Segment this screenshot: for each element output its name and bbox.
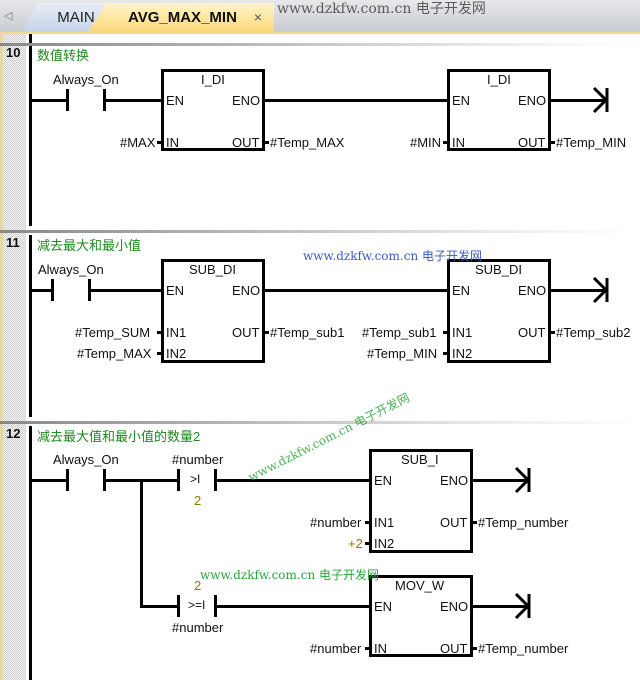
pin-en: EN bbox=[166, 283, 185, 298]
compare-operand-top[interactable]: 2 bbox=[194, 578, 202, 593]
power-rail bbox=[29, 46, 32, 226]
function-block-sub-i[interactable] bbox=[369, 449, 473, 553]
network-gutter bbox=[0, 34, 26, 680]
power-rail bbox=[29, 34, 32, 44]
operand-in1[interactable]: #Temp_SUM bbox=[75, 325, 151, 340]
pin-en: EN bbox=[374, 473, 393, 488]
block-name: MOV_W bbox=[395, 578, 445, 593]
pin-in: IN bbox=[452, 135, 465, 150]
operand-in2[interactable]: #Temp_MAX bbox=[77, 346, 152, 361]
pin-eno: ENO bbox=[518, 93, 547, 108]
rung-end-icon bbox=[514, 592, 531, 620]
operand-in2[interactable]: +2 bbox=[348, 536, 363, 551]
tab-avg-max-min[interactable]: AVG_MAX_MIN × bbox=[88, 3, 274, 32]
rung-end-icon bbox=[592, 276, 609, 304]
network-number: 12 bbox=[6, 426, 21, 441]
contact-label: Always_On bbox=[38, 262, 104, 277]
pin-en: EN bbox=[166, 93, 185, 108]
function-block-sub-di[interactable] bbox=[447, 259, 551, 363]
operand-in1[interactable]: #number bbox=[310, 515, 362, 530]
block-name: SUB_DI bbox=[475, 262, 522, 277]
function-block-i-di[interactable] bbox=[161, 69, 265, 151]
pin-eno: ENO bbox=[440, 599, 469, 614]
scroll-left-icon[interactable]: ◁ bbox=[4, 10, 13, 22]
network-separator bbox=[0, 421, 640, 424]
pin-eno: ENO bbox=[440, 473, 469, 488]
close-icon[interactable]: × bbox=[253, 9, 262, 25]
operand-in2[interactable]: #Temp_MIN bbox=[367, 346, 438, 361]
pin-out: OUT bbox=[440, 515, 468, 530]
pin-eno: ENO bbox=[232, 93, 261, 108]
pin-out: OUT bbox=[518, 135, 546, 150]
block-name: I_DI bbox=[201, 72, 225, 87]
power-rail bbox=[29, 426, 32, 680]
function-block-i-di[interactable] bbox=[447, 69, 551, 151]
pin-in: IN bbox=[374, 641, 387, 656]
contact-label: Always_On bbox=[53, 452, 119, 467]
power-rail bbox=[29, 235, 32, 417]
pin-in1: IN1 bbox=[452, 325, 473, 340]
pin-en: EN bbox=[374, 599, 393, 614]
tab-label: MAIN bbox=[57, 9, 95, 26]
pin-in1: IN1 bbox=[166, 325, 187, 340]
contact-label: Always_On bbox=[53, 72, 119, 87]
network-number: 11 bbox=[6, 235, 20, 250]
operand-out[interactable]: #Temp_sub1 bbox=[270, 325, 345, 340]
network-title[interactable]: 数值转换 bbox=[37, 48, 90, 63]
pin-eno: ENO bbox=[518, 283, 547, 298]
branch-wire bbox=[140, 479, 143, 607]
function-block-sub-di[interactable] bbox=[161, 259, 265, 363]
pin-out: OUT bbox=[440, 641, 468, 656]
operand-in[interactable]: #MAX bbox=[120, 135, 156, 150]
watermark: www.dzkfw.com.cn 电子开发网 bbox=[277, 1, 486, 17]
function-block-mov-w[interactable] bbox=[369, 575, 473, 657]
operand-in[interactable]: #number bbox=[310, 641, 362, 656]
pin-out: OUT bbox=[518, 325, 546, 340]
network-separator bbox=[0, 230, 640, 233]
operand-out[interactable]: #Temp_sub2 bbox=[556, 325, 631, 340]
pin-out: OUT bbox=[232, 325, 260, 340]
rung-end-icon bbox=[514, 466, 531, 494]
watermark: www.dzkfw.com.cn 电子开发网 bbox=[200, 568, 379, 582]
pin-in1: IN1 bbox=[374, 515, 395, 530]
pin-eno: ENO bbox=[232, 283, 261, 298]
tab-label: AVG_MAX_MIN bbox=[128, 9, 237, 26]
operand-out[interactable]: #Temp_number bbox=[478, 515, 569, 530]
operand-in[interactable]: #MIN bbox=[410, 135, 442, 150]
pin-in2: IN2 bbox=[452, 346, 473, 361]
block-name: SUB_DI bbox=[189, 262, 236, 277]
operand-out[interactable]: #Temp_MIN bbox=[556, 135, 627, 150]
pin-out: OUT bbox=[232, 135, 260, 150]
pin-en: EN bbox=[452, 283, 471, 298]
compare-operator: >I bbox=[190, 472, 201, 486]
pin-en: EN bbox=[452, 93, 471, 108]
operand-out[interactable]: #Temp_MAX bbox=[270, 135, 345, 150]
watermark: www.dzkfw.com.cn 电子开发网 bbox=[303, 249, 482, 263]
wire bbox=[264, 99, 449, 102]
compare-operand-bottom[interactable]: #number bbox=[172, 620, 224, 635]
compare-operand-top[interactable]: #number bbox=[172, 452, 224, 467]
pin-in: IN bbox=[166, 135, 179, 150]
operand-in1[interactable]: #Temp_sub1 bbox=[362, 325, 437, 340]
pin-in2: IN2 bbox=[166, 346, 187, 361]
operand-out[interactable]: #Temp_number bbox=[478, 641, 569, 656]
rung-end-icon bbox=[592, 86, 609, 114]
network-title[interactable]: 减去最大值和最小值的数量2 bbox=[37, 429, 201, 444]
network-title[interactable]: 减去最大和最小值 bbox=[37, 238, 142, 253]
compare-operand-bottom[interactable]: 2 bbox=[194, 493, 202, 508]
compare-operator: >=I bbox=[188, 598, 206, 612]
network-number: 10 bbox=[6, 45, 21, 60]
block-name: SUB_I bbox=[401, 452, 439, 467]
block-name: I_DI bbox=[487, 72, 511, 87]
network-separator bbox=[0, 43, 640, 46]
pin-in2: IN2 bbox=[374, 536, 395, 551]
editor-tab-bar: ◁ MAIN AVG_MAX_MIN × www.dzkfw.com.cn 电子… bbox=[0, 0, 640, 34]
